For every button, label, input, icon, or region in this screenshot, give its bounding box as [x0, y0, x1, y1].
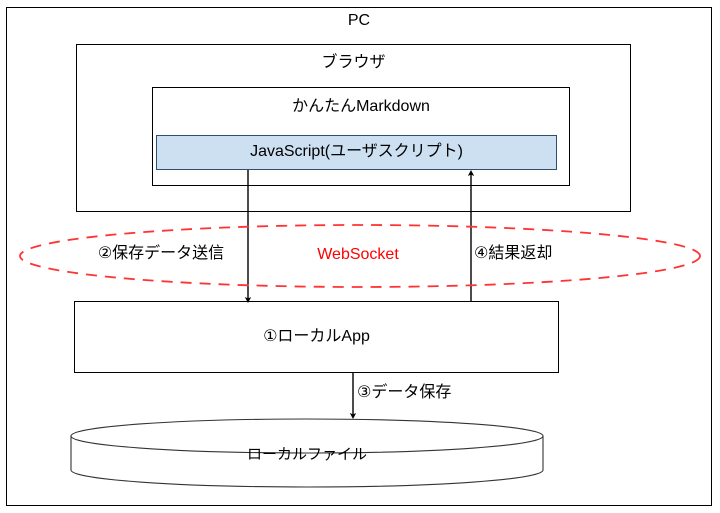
send-data-label: ②保存データ送信 [97, 245, 225, 262]
browser-label: ブラウザ [321, 54, 386, 71]
return-result-label: ④結果返却 [474, 245, 553, 262]
browser-container [76, 44, 631, 212]
javascript-label: JavaScript(ユーザスクリプト) [250, 143, 463, 160]
pc-container [6, 7, 712, 506]
pc-label: PC [347, 12, 371, 29]
local-app-box [74, 301, 559, 373]
markdown-app-container [152, 87, 570, 186]
websocket-label: WebSocket [317, 246, 399, 263]
local-file-label: ローカルファイル [246, 446, 367, 463]
markdown-app-label: かんたんMarkdown [292, 98, 430, 115]
javascript-box [156, 135, 557, 170]
local-app-label: ①ローカルApp [263, 328, 370, 345]
save-data-label: ③データ保存 [357, 384, 452, 401]
